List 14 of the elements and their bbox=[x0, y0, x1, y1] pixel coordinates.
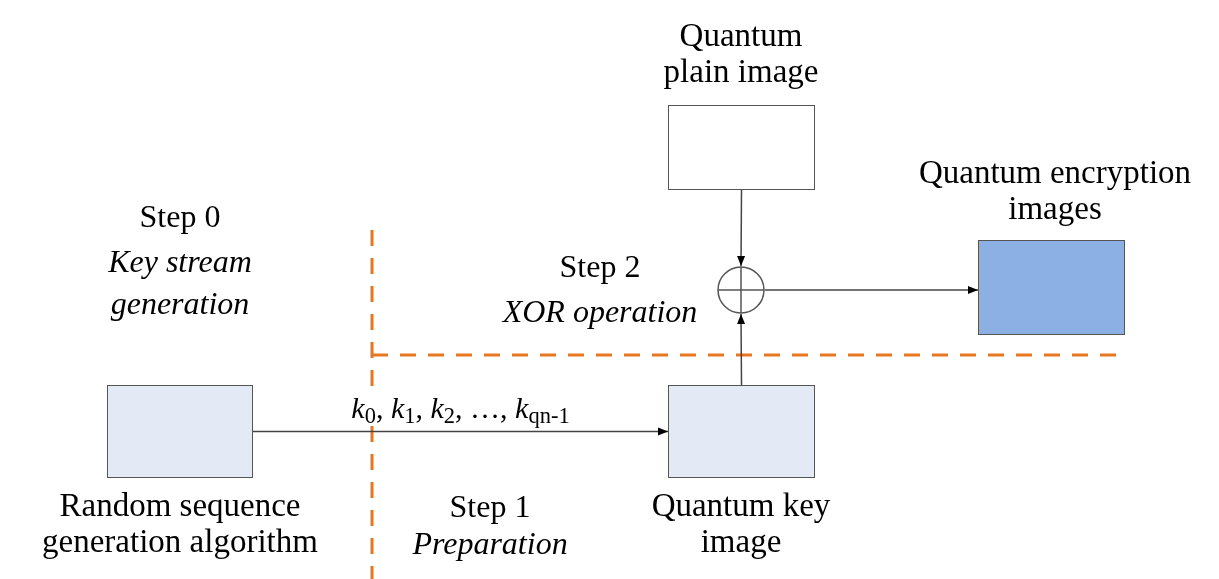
box-caption: Random sequence generation algorithm bbox=[41, 487, 319, 559]
box-caption: Quantum encryption images bbox=[917, 154, 1193, 226]
box-caption: Quantum key image bbox=[651, 487, 831, 559]
step-title: Step 2 bbox=[559, 247, 641, 286]
arrow bbox=[737, 313, 746, 386]
step-description: XOR operation bbox=[502, 292, 698, 331]
arrow bbox=[252, 427, 669, 436]
step-title: Step 0 bbox=[139, 197, 221, 236]
box-caption: Quantum plain image bbox=[662, 17, 820, 89]
arrow bbox=[737, 189, 746, 267]
arrow bbox=[764, 286, 979, 294]
step-title: Step 1 bbox=[449, 487, 531, 526]
step-description: Preparation bbox=[412, 524, 568, 563]
step-description: Key stream generation bbox=[107, 242, 253, 323]
